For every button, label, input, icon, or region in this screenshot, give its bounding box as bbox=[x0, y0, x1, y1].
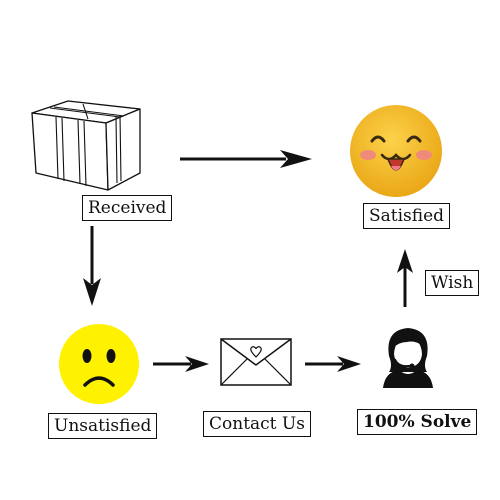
envelope-heart-icon bbox=[220, 338, 292, 386]
received-label: Received bbox=[82, 195, 173, 221]
contact-us-label: Contact Us bbox=[203, 411, 311, 437]
box-icon bbox=[31, 100, 141, 191]
support-agent-icon bbox=[383, 328, 433, 388]
arrow-unsatisfied-to-contact bbox=[153, 356, 209, 372]
wish-label: Wish bbox=[425, 270, 480, 296]
arrow-received-to-unsatisfied bbox=[83, 226, 101, 306]
happy-face-icon bbox=[350, 105, 442, 197]
solve-label: 100% Solve bbox=[357, 409, 478, 435]
arrow-received-to-satisfied bbox=[180, 150, 312, 168]
satisfied-label: Satisfied bbox=[363, 203, 451, 229]
unsatisfied-label: Unsatisfied bbox=[48, 413, 158, 439]
arrow-contact-to-solve bbox=[305, 356, 361, 372]
sad-face-icon bbox=[59, 324, 139, 404]
arrow-solve-to-satisfied bbox=[397, 249, 413, 307]
